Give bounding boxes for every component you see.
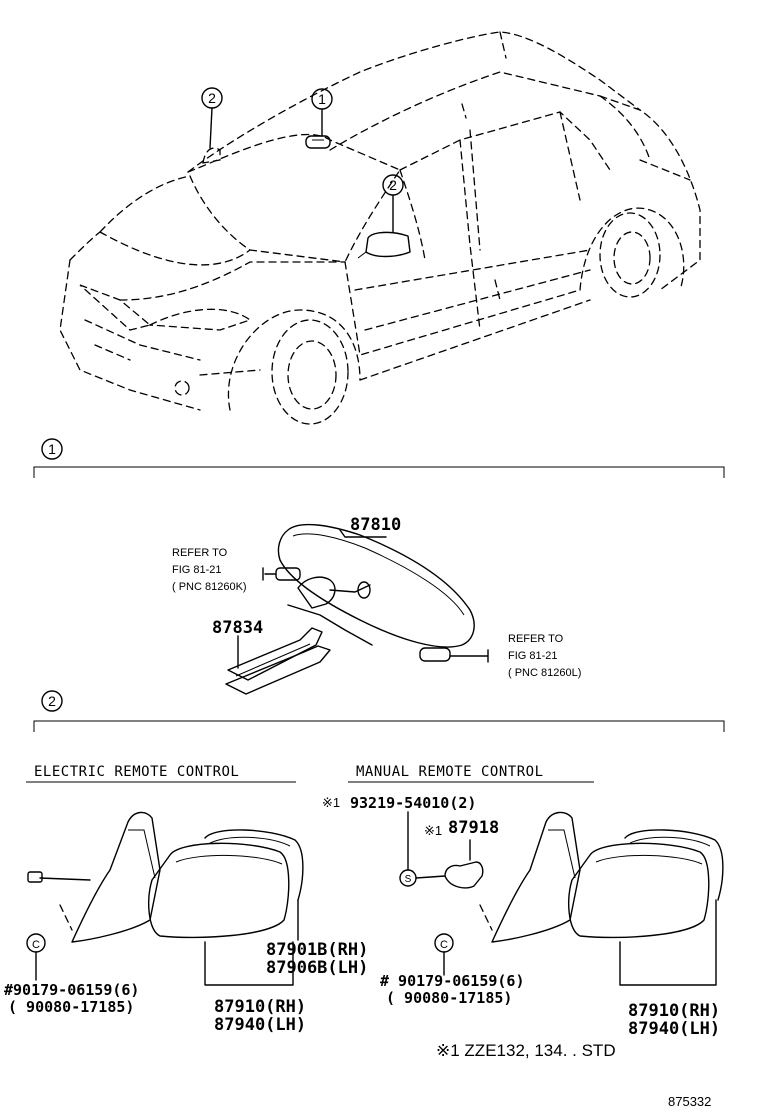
svg-text:87918: 87918 [448,818,499,838]
part-87834-label: 87834 [212,618,263,638]
svg-text:FIG 81-21: FIG 81-21 [508,650,558,662]
manual-knob-part: ※1 87918 [415,818,499,889]
refer-note-right: REFER TO FIG 81-21 ( PNC 81260L) [508,633,581,679]
section-2-header: 2 [33,690,725,732]
part-87906b-lh-label: 87906B(LH) [266,958,368,978]
svg-text:REFER TO: REFER TO [508,633,564,645]
svg-text:C: C [32,939,40,951]
electric-screw-label: #90179-06159(6) [4,981,139,999]
svg-text:( PNC 81260L): ( PNC 81260L) [508,667,581,679]
part-87901b-rh-label: 87901B(RH) [266,940,368,960]
svg-text:93219-54010(2): 93219-54010(2) [350,794,476,812]
manual-clip-part: ※1 93219-54010(2) S [322,794,476,887]
diagram-code: 875332 [668,1094,711,1109]
svg-text:FIG 81-21: FIG 81-21 [172,564,222,576]
svg-text:2: 2 [208,90,216,106]
svg-text:2: 2 [389,177,397,193]
manual-screw-label: # 90179-06159(6) [380,972,525,990]
electric-mirror-rh-label: 87910(RH) [214,997,306,1017]
inner-mirror-assembly [225,523,489,695]
manual-mirror-rh-label: 87910(RH) [628,1001,720,1021]
svg-text:1: 1 [48,441,56,457]
footnote: ※1 ZZE132, 134. . STD [436,1041,616,1060]
manual-screw-alt-label: ( 90080-17185) [386,989,512,1007]
callout-2-antenna: 2 [201,87,223,109]
electric-mirror-lh-label: 87940(LH) [214,1015,306,1035]
electric-remote-heading: ELECTRIC REMOTE CONTROL [34,764,239,780]
svg-text:2: 2 [48,693,56,709]
manual-mirror-assembly: C [434,811,724,986]
svg-text:( PNC 81260K): ( PNC 81260K) [172,581,247,593]
manual-remote-heading: MANUAL REMOTE CONTROL [356,764,544,780]
part-87810-label: 87810 [350,515,401,535]
callout-1-inner-mirror: 1 [311,88,333,110]
svg-text:※1: ※1 [322,795,340,810]
car-illustration [59,31,701,425]
refer-note-left: REFER TO FIG 81-21 ( PNC 81260K) [172,547,247,593]
electric-mirror-assembly: C [26,811,304,986]
svg-text:※1: ※1 [424,823,442,838]
svg-text:C: C [440,939,448,951]
svg-text:1: 1 [318,91,326,107]
electric-screw-alt-label: ( 90080-17185) [8,998,134,1016]
svg-text:REFER TO: REFER TO [172,547,228,559]
manual-mirror-lh-label: 87940(LH) [628,1019,720,1039]
section-1-header: 1 [33,438,725,478]
svg-text:S: S [405,874,412,885]
callout-2-outer-mirror: 2 [382,174,404,196]
